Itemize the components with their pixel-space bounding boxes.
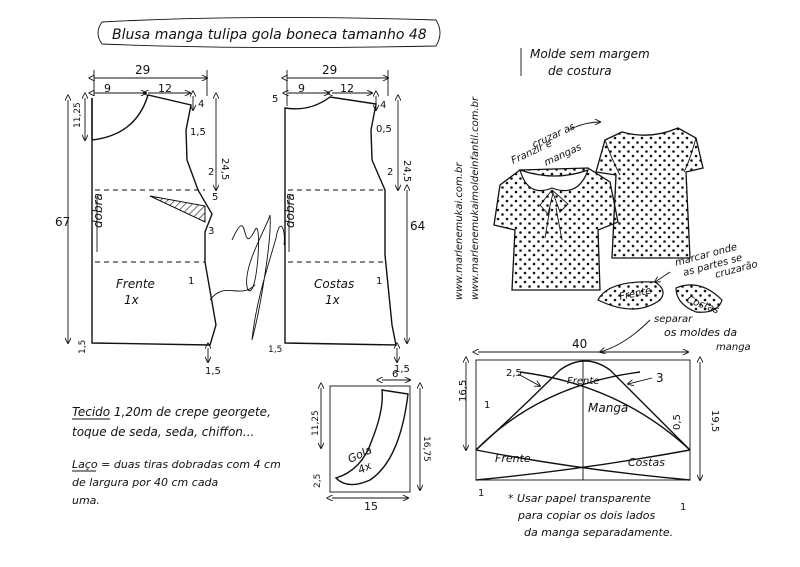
materials-notes: Tecido 1,20m de crepe georgete, toque de…	[72, 405, 281, 507]
bow-line-1: Laço = duas tiras dobradas com 4 cm	[72, 458, 281, 471]
front-piece-label: Frente	[116, 277, 155, 291]
blouse-back-illustration	[595, 127, 704, 259]
back-width-dim: 29	[322, 63, 337, 77]
signature	[209, 214, 285, 341]
front-armhole-in-dim: 1,5	[190, 127, 206, 138]
transparent-paper-note: * Usar papel transparente para copiar os…	[508, 492, 673, 539]
paper-note-line-2: para copiar os dois lados	[517, 509, 656, 522]
fabric-line-2: toque de seda, seda, chiffon...	[72, 425, 254, 439]
collar-top-dim: 6	[392, 369, 398, 380]
site-kids: www.marlenemukaimoldeinfantil.com.br	[470, 96, 481, 300]
front-shoulder-dim: 12	[158, 82, 172, 95]
sleeve-top-front-label: Frente	[567, 376, 599, 387]
back-piece-qty: 1x	[325, 293, 341, 307]
website-credits: www.marlenemukai.com.br www.marlenemukai…	[454, 96, 481, 300]
front-hem-a-dim: 1,5	[78, 340, 88, 354]
front-side-b-dim: 5	[212, 192, 218, 203]
front-shoulder-drop-dim: 4	[198, 99, 204, 110]
sleeve-right-small-dim: 0,5	[672, 414, 683, 430]
sleeve-height-dim: 16,5	[458, 380, 469, 402]
back-hem-side-dim: 1	[376, 276, 382, 287]
separate-note-3: manga	[716, 342, 751, 353]
fabric-line-1: Tecido 1,20m de crepe georgete,	[72, 405, 271, 419]
back-side-dim: 2	[387, 167, 393, 178]
bow-line-2: de largura por 40 cm cada	[72, 476, 219, 489]
front-hem-side-dim: 1	[188, 276, 194, 287]
front-pattern-piece: 29 9 12 4 11,25 1,5 24,5 2 5 3 67 dobra …	[55, 63, 230, 377]
sleeve-bottom-right-dim: 1	[680, 502, 686, 513]
back-shoulder-drop-dim: 4	[380, 100, 386, 111]
front-fold-label: dobra	[91, 193, 105, 228]
front-side-a-dim: 2	[208, 167, 214, 178]
front-width-dim: 29	[135, 63, 150, 77]
sleeve-cap-left-dim: 2,5	[506, 368, 522, 379]
back-hem-b-dim: 1,5	[394, 364, 410, 375]
sleeve-piece-label: Manga	[588, 401, 628, 415]
site-adult: www.marlenemukai.com.br	[454, 162, 465, 300]
front-height-dim: 67	[55, 215, 70, 229]
sleeve-pattern-piece: 40 Manga Frente Costas Frente 16,5 19,5 …	[458, 337, 720, 513]
back-armhole-depth-dim: 24,5	[401, 160, 412, 182]
front-hem-b-dim: 1,5	[205, 366, 221, 377]
paper-note-line-1: * Usar papel transparente	[508, 492, 651, 505]
blouse-front-illustration: Franzir e cruzar as mangas	[493, 121, 619, 291]
sleeve-cap-right-dim: 3	[656, 371, 664, 385]
front-armhole-depth-dim: 24,5	[219, 158, 230, 180]
no-seam-allowance-note: Molde sem margem de costura	[520, 47, 650, 78]
front-piece-qty: 1x	[124, 293, 140, 307]
paper-note-line-3: da manga separadamente.	[524, 526, 673, 539]
separate-note-1: separar	[654, 314, 693, 325]
collar-bottom-dim: 15	[364, 500, 378, 513]
front-neck-depth-dim: 11,25	[73, 102, 83, 128]
collar-pattern-piece: 6 11,25 16,75 15 2,5 Gola 4x	[311, 369, 431, 513]
back-shoulder-dim: 12	[340, 82, 354, 95]
back-hem-a-dim: 1,5	[268, 345, 282, 355]
back-height-dim: 64	[410, 219, 425, 233]
title-block: Blusa manga tulipa gola boneca tamanho 4…	[97, 16, 441, 49]
back-neck-width-dim: 9	[298, 82, 305, 95]
sleeve-left-small-dim: 1	[484, 400, 490, 411]
page-title: Blusa manga tulipa gola boneca tamanho 4…	[112, 27, 427, 43]
back-piece-label: Costas	[314, 277, 354, 291]
front-neck-width-dim: 9	[104, 82, 111, 95]
collar-right-height-dim: 16,75	[421, 436, 431, 462]
back-neck-depth-dim: 5	[272, 94, 278, 105]
no-margin-line-2: de costura	[548, 64, 612, 78]
sleeve-width-dim: 40	[572, 337, 587, 351]
back-pattern-piece: 29 9 12 5 4 0,5 24,5 2 64 dobra Costas 1…	[268, 63, 425, 375]
no-margin-line-1: Molde sem margem	[530, 47, 650, 61]
back-fold-label: dobra	[283, 193, 297, 228]
sleeve-front-label: Frente	[495, 452, 531, 465]
sleeve-back-label: Costas	[628, 456, 665, 469]
separate-note-2: os moldes da	[664, 326, 737, 339]
sleeve-bottom-left-dim: 1	[478, 488, 484, 499]
front-dart-dim: 3	[208, 226, 214, 237]
sleeve-right-height-dim: 19,5	[709, 410, 720, 432]
collar-bottom-left-dim: 2,5	[313, 474, 323, 488]
bow-line-3: uma.	[72, 494, 100, 507]
collar-left-height-dim: 11,25	[311, 410, 321, 436]
collar-qty: 4x	[356, 459, 374, 477]
back-armhole-in-dim: 0,5	[376, 124, 392, 135]
